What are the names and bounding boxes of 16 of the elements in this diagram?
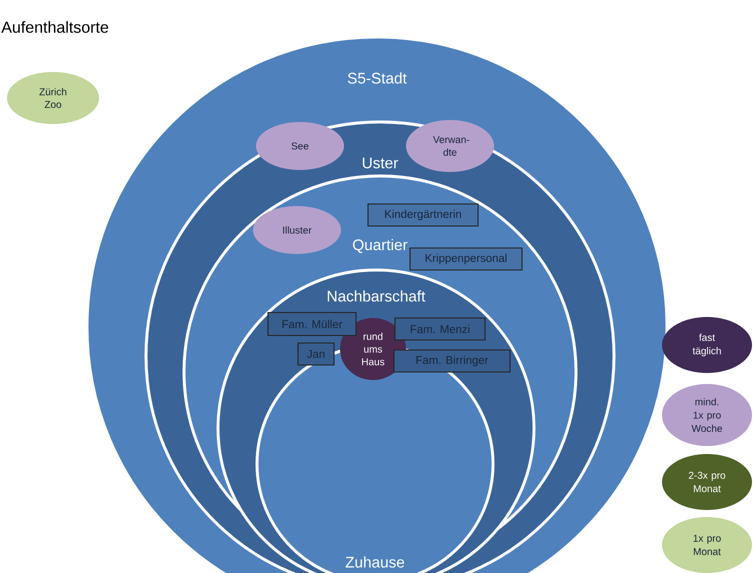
place-oval: See	[256, 122, 344, 170]
legend-label: fast täglich	[692, 334, 721, 356]
person-box: Fam. Birringer	[393, 349, 511, 373]
place-oval: Verwan-dte	[406, 120, 494, 172]
person-box: Kindergärtnerin	[367, 203, 479, 227]
legend-label: 1x pro Monat	[694, 534, 721, 556]
person-box: Jan	[297, 342, 335, 366]
person-box: Fam. Menzi	[394, 317, 486, 341]
place-oval: Illuster	[253, 206, 341, 254]
node-label: Quartier	[353, 238, 408, 254]
person-box: Fam. Müller	[267, 312, 357, 336]
place-oval: Zürich Zoo	[7, 72, 99, 124]
legend-label: 2-3x pro Monat	[688, 472, 726, 492]
title: Aufenthaltsorte	[1, 21, 108, 33]
person-box: Krippenpersonal	[409, 247, 523, 271]
legend-label: mind. 1x pro Woche	[692, 398, 722, 432]
